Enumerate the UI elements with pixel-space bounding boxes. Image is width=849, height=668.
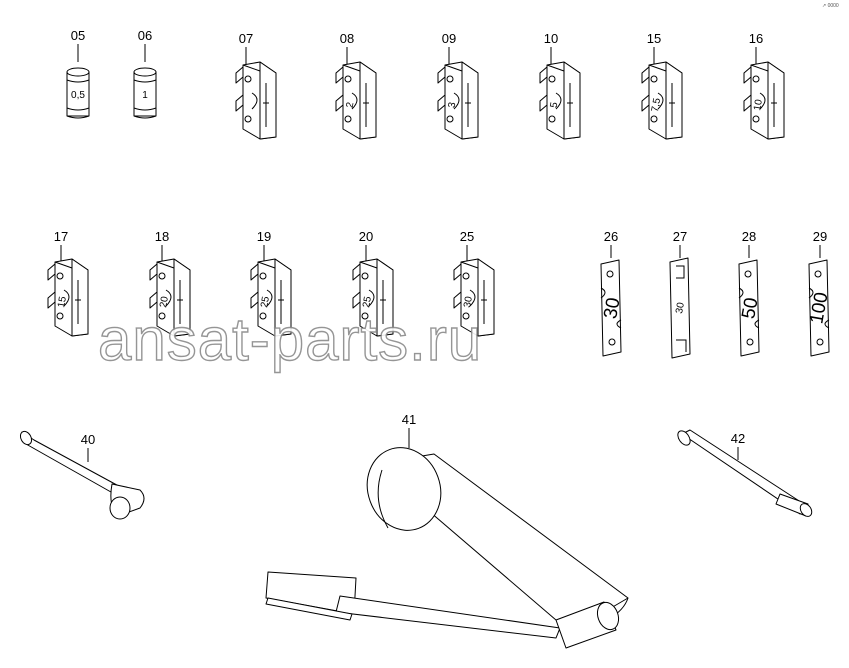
fuse-rating: 30 <box>462 295 475 308</box>
part-label: 27 <box>673 229 687 244</box>
tool-42: 42 <box>677 429 813 517</box>
fuse-rating: 15 <box>56 295 69 308</box>
part-label: 28 <box>742 229 756 244</box>
fuse-rating: 3 <box>447 101 459 109</box>
corner-mark: ↗ 0000 <box>822 3 839 9</box>
part-label: 19 <box>257 229 271 244</box>
part-label: 05 <box>71 28 85 43</box>
fuse-rating: 0,5 <box>71 90 85 101</box>
fuse-rating: 25 <box>361 295 374 308</box>
part-label: 09 <box>442 31 456 46</box>
fuse-rating: 30 <box>600 296 624 320</box>
fuse-06: 06 1 <box>133 28 157 119</box>
tool-41: 41 <box>265 412 629 649</box>
part-label: 42 <box>731 431 745 446</box>
part-label: 29 <box>813 229 827 244</box>
fuse-19: 19 25 <box>250 229 292 337</box>
fuse-18: 18 20 <box>149 229 191 337</box>
part-label: 18 <box>155 229 169 244</box>
fuse-rating: 25 <box>259 295 272 308</box>
fuse-17: 17 15 <box>47 229 89 337</box>
strip-fuse-29: 29 100 <box>806 229 833 357</box>
fuse-16: 16 10 <box>743 31 785 140</box>
part-label: 07 <box>239 31 253 46</box>
fuse-rating: 20 <box>158 295 171 308</box>
strip-fuse-27: 27 30 <box>669 229 691 359</box>
fuse-09: 09 3 <box>437 31 479 140</box>
part-label: 10 <box>544 31 558 46</box>
part-label: 41 <box>402 412 416 427</box>
fuse-10: 10 5 <box>539 31 581 140</box>
fuse-rating: 50 <box>738 296 762 320</box>
fuse-20: 20 25 <box>352 229 394 337</box>
part-label: 40 <box>81 432 95 447</box>
fuse-15: 15 7,5 <box>641 31 683 140</box>
tool-40: 40 <box>19 430 145 520</box>
fuse-rating: 7,5 <box>650 97 663 113</box>
part-label: 20 <box>359 229 373 244</box>
part-label: 26 <box>604 229 618 244</box>
strip-fuse-28: 28 50 <box>738 229 763 357</box>
part-label: 08 <box>340 31 354 46</box>
fuse-rating: 1 <box>142 90 148 101</box>
strip-fuse-26: 26 30 <box>600 229 625 357</box>
fuse-05: 05 0,5 <box>66 28 90 119</box>
watermark: ansat-parts.ru <box>98 306 482 373</box>
fuse-08: 08 2 <box>335 31 377 140</box>
part-label: 06 <box>138 28 152 43</box>
part-label: 15 <box>647 31 661 46</box>
fuse-rating: 2 <box>345 101 357 109</box>
fuse-07: 07 <box>235 31 277 140</box>
fuse-25: 25 30 <box>453 229 495 337</box>
part-label: 16 <box>749 31 763 46</box>
fuse-rating: 10 <box>752 98 765 111</box>
part-label: 17 <box>54 229 68 244</box>
fuse-rating: 30 <box>674 301 687 314</box>
part-label: 25 <box>460 229 474 244</box>
fuse-rating: 5 <box>549 101 561 109</box>
